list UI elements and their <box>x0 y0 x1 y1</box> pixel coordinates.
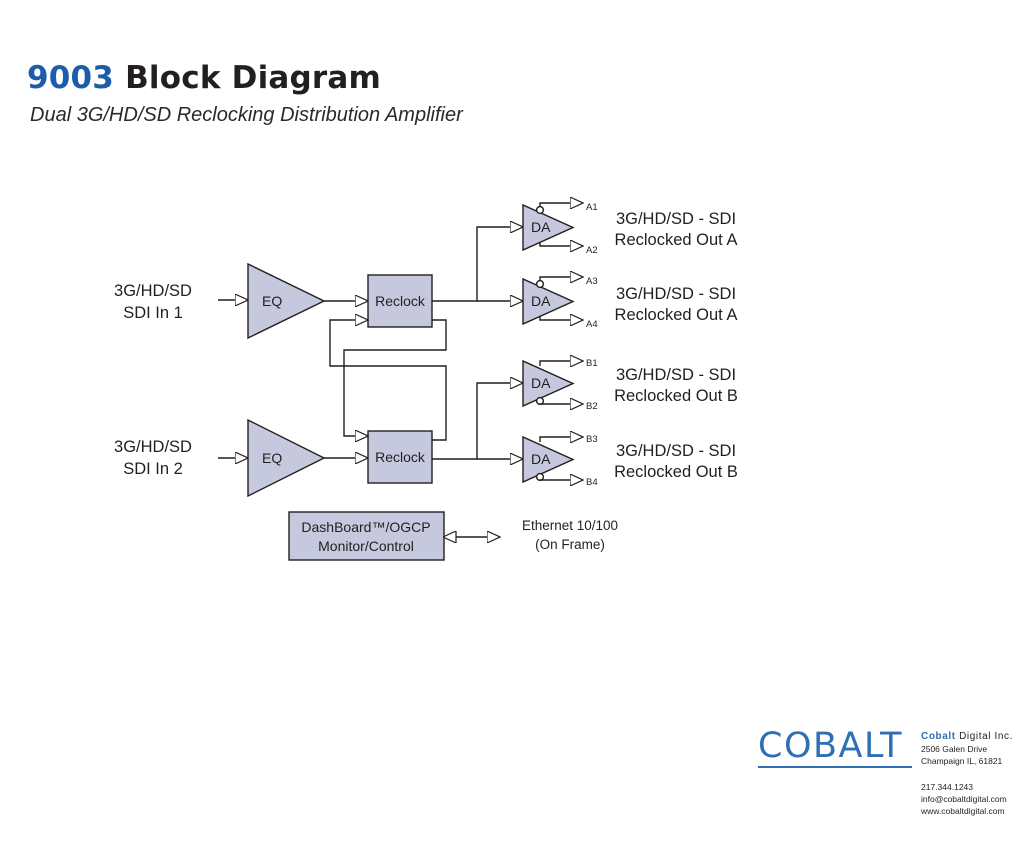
da-2-out-top <box>539 277 583 281</box>
control-block-line1: DashBoard™/OGCP <box>301 519 430 535</box>
da-3-out-bottom <box>539 404 583 405</box>
eq-1-label: EQ <box>262 293 282 309</box>
output-group-3-line1: 3G/HD/SD - SDI <box>616 366 736 384</box>
da-3-label: DA <box>531 375 551 391</box>
input-1-label-line2: SDI In 1 <box>123 304 183 322</box>
output-group-2-line2: Reclocked Out A <box>615 306 738 324</box>
da-3-out-top <box>539 361 583 366</box>
output-group-1-line2: Reclocked Out A <box>615 231 738 249</box>
title-text: Block Diagram <box>125 60 382 96</box>
output-group-1-line1: 3G/HD/SD - SDI <box>616 210 736 228</box>
address-line-2: Champaign IL, 61821 <box>921 756 1003 766</box>
logo-wordmark: COBALT <box>758 726 904 766</box>
output-b1-label: B1 <box>586 358 598 369</box>
logo-underline <box>758 766 912 768</box>
da-1-label: DA <box>531 219 551 235</box>
output-a3-label: A3 <box>586 276 598 287</box>
output-group-4-line2: Reclocked Out B <box>614 463 738 481</box>
reclock2-to-da-b1-wire <box>432 383 523 460</box>
crossover-wire-1-to-2 <box>343 319 447 436</box>
input-2-label-line1: 3G/HD/SD <box>114 438 192 456</box>
eq-amplifier-2 <box>247 418 326 498</box>
company-name-rest: Digital Inc. <box>955 731 1013 742</box>
ethernet-label-line1: Ethernet 10/100 <box>522 518 618 533</box>
cobalt-logo: COBALT <box>758 728 914 788</box>
phone-number: 217.344.1243 <box>921 782 973 792</box>
output-group-2-line1: 3G/HD/SD - SDI <box>616 285 736 303</box>
da-amplifier-3 <box>522 359 575 408</box>
model-number: 9003 <box>27 60 115 96</box>
da-amplifier-1 <box>522 203 575 252</box>
da-2-label: DA <box>531 293 551 309</box>
da-4-label: DA <box>531 451 551 467</box>
da-1-out-top <box>539 203 583 207</box>
company-name: Cobalt Digital Inc. <box>921 731 1013 743</box>
page-subtitle: Dual 3G/HD/SD Reclocking Distribution Am… <box>30 104 463 126</box>
reclock-block-1 <box>367 274 433 328</box>
reclock-2-label: Reclock <box>375 449 426 465</box>
control-block-line2: Monitor/Control <box>318 538 414 554</box>
reclock-block-2 <box>367 430 433 484</box>
da-4-out-bottom <box>539 480 583 481</box>
da-4-out-top <box>539 437 583 442</box>
reclock1-to-da-a1-wire <box>432 227 523 302</box>
output-a2-label: A2 <box>586 245 598 256</box>
output-group-3-line2: Reclocked Out B <box>614 387 738 405</box>
output-b4-label: B4 <box>586 477 598 488</box>
da-2-invert-bubble <box>535 279 545 289</box>
da-2-out-bottom <box>539 316 583 320</box>
control-block <box>288 511 445 561</box>
website-url: www.cobaltdigital.com <box>921 806 1005 816</box>
input-1-label-line1: 3G/HD/SD <box>114 282 192 300</box>
da-1-invert-bubble <box>535 205 545 215</box>
reclock-1-label: Reclock <box>375 293 426 309</box>
eq-2-label: EQ <box>262 450 282 466</box>
output-b2-label: B2 <box>586 401 598 412</box>
address-line-1: 2506 Galen Drive <box>921 744 988 754</box>
company-brand: Cobalt <box>921 731 956 742</box>
input-2-label-line2: SDI In 2 <box>123 460 183 478</box>
output-a1-label: A1 <box>586 202 598 213</box>
da-amplifier-2 <box>522 277 575 326</box>
output-group-4-line1: 3G/HD/SD - SDI <box>616 442 736 460</box>
ethernet-label-line2: (On Frame) <box>535 537 605 552</box>
output-b3-label: B3 <box>586 434 598 445</box>
email-address: info@cobaltdigital.com <box>921 794 1007 804</box>
eq-amplifier-1 <box>247 262 326 340</box>
da-1-out-bottom <box>539 242 583 246</box>
da-amplifier-4 <box>522 435 575 484</box>
output-a4-label: A4 <box>586 319 598 330</box>
page-title: 9003 Block Diagram <box>27 60 381 96</box>
crossover-wire-2-to-1 <box>329 320 447 441</box>
company-info: Cobalt Digital Inc. 2506 Galen Drive Cha… <box>921 731 1013 817</box>
